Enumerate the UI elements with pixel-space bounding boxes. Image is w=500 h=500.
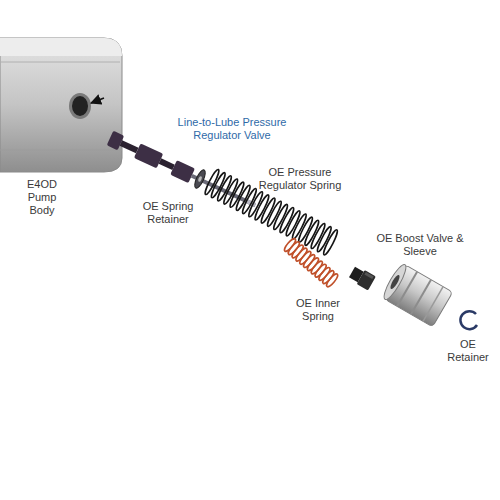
part-label: E4OD Pump Body (22, 178, 62, 217)
part-label: OE Inner Spring (290, 297, 346, 323)
part-label: OE Spring Retainer (133, 200, 203, 226)
spring-coil (322, 229, 339, 256)
boost-valve (348, 265, 376, 290)
spring-coil (325, 273, 339, 289)
part-label: OE Boost Valve & Sleeve (370, 232, 470, 258)
pointer-arrow (91, 98, 104, 103)
pump-body (0, 38, 122, 172)
retainer-ring (460, 311, 477, 329)
part-label: OE Pressure Regulator Spring (245, 166, 355, 192)
part-label: Line-to-Lube Pressure Regulator Valve (165, 116, 300, 142)
part-label: OE Retainer (443, 338, 493, 364)
boost-sleeve (381, 262, 453, 327)
spring-retainer (193, 168, 208, 189)
inner-spring (283, 237, 339, 288)
